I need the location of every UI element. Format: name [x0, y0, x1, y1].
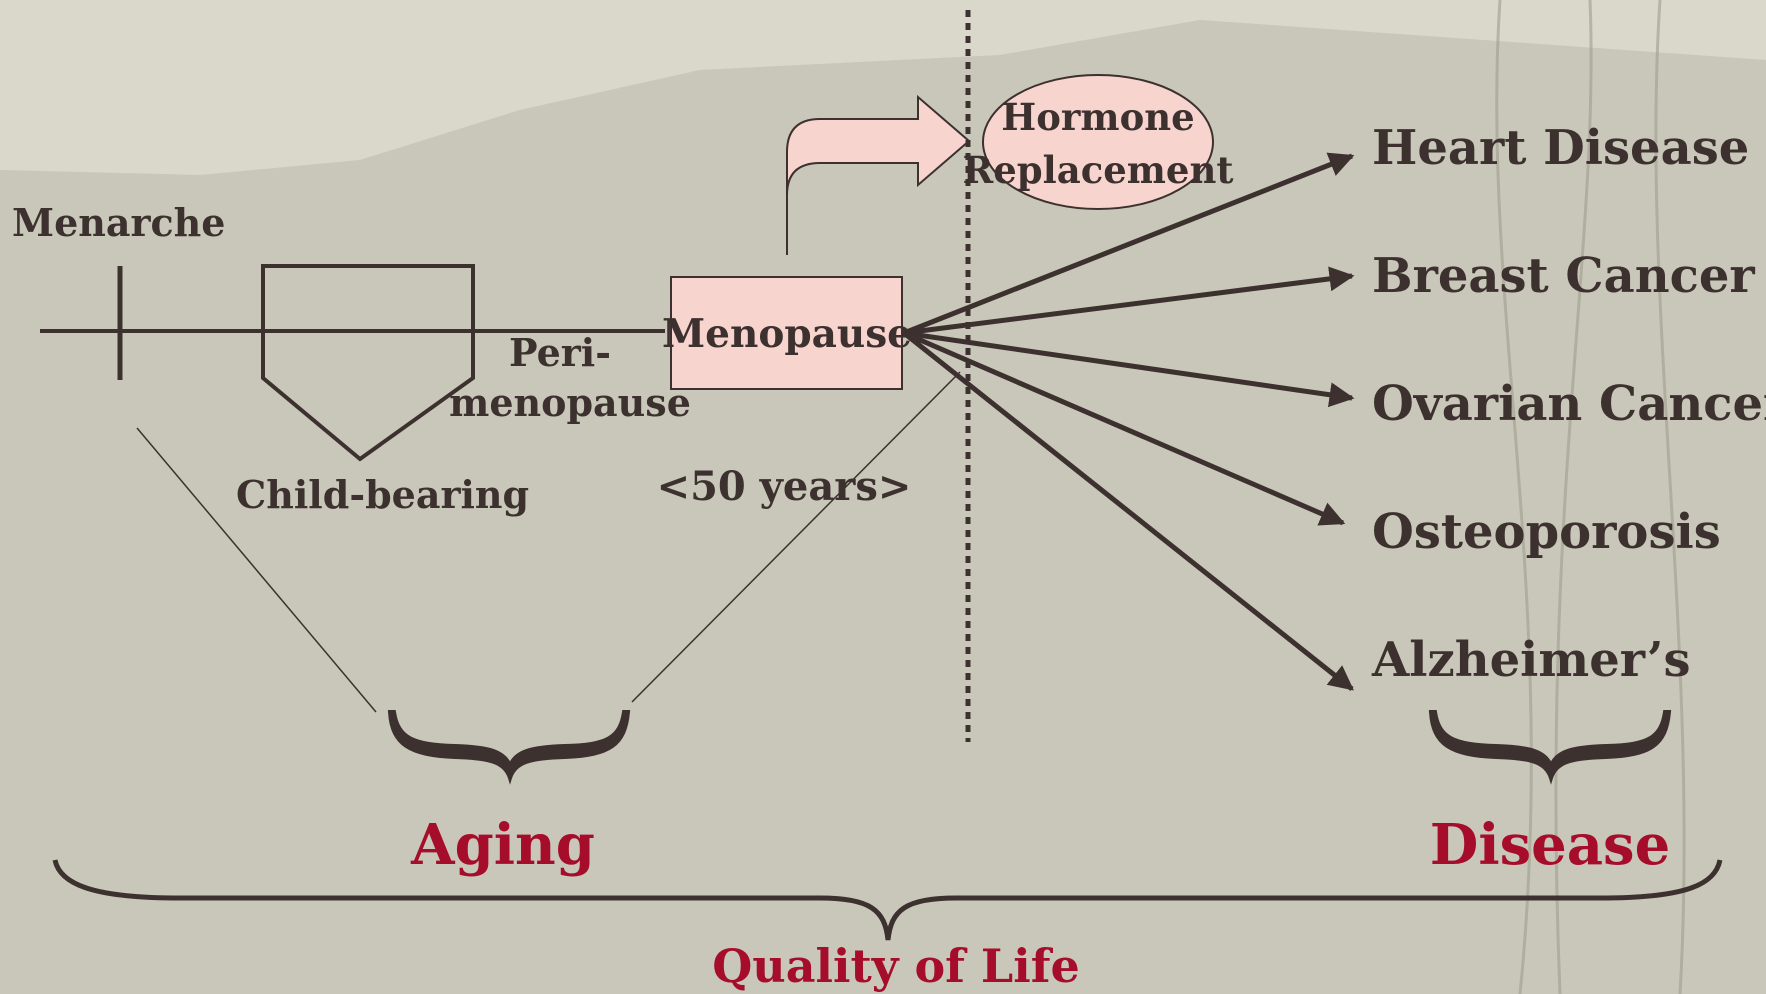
hormone-label-line1: Hormone — [1001, 95, 1194, 139]
quality-of-life-label: Quality of Life — [712, 939, 1080, 993]
disease-label: Disease — [1430, 812, 1670, 878]
disease-label-item: Heart Disease — [1372, 120, 1749, 176]
aging-brace — [390, 712, 628, 778]
child-bearing-label: Child-bearing — [236, 472, 529, 517]
disease-arrows — [904, 156, 1352, 689]
disease-label-item: Osteoporosis — [1372, 504, 1721, 560]
menopause-label: Menopause — [662, 311, 912, 357]
hormone-label-line2: Replacement — [963, 148, 1234, 192]
disease-brace — [1431, 712, 1669, 778]
perimenopause-label-line2: menopause — [449, 380, 691, 425]
treatment-arrow — [787, 97, 969, 255]
perimenopause-label-line1: Peri- — [509, 330, 611, 375]
child-bearing-shape — [263, 266, 473, 459]
aging-label: Aging — [410, 812, 595, 878]
disease-label-item: Alzheimer’s — [1371, 632, 1691, 688]
menarche-label: Menarche — [12, 200, 225, 245]
aging-connector-left — [137, 428, 376, 712]
disease-label-item: Breast Cancer — [1372, 248, 1755, 304]
disease-label-item: Ovarian Cancer — [1372, 376, 1766, 432]
age-label: <50 years> — [657, 463, 912, 510]
